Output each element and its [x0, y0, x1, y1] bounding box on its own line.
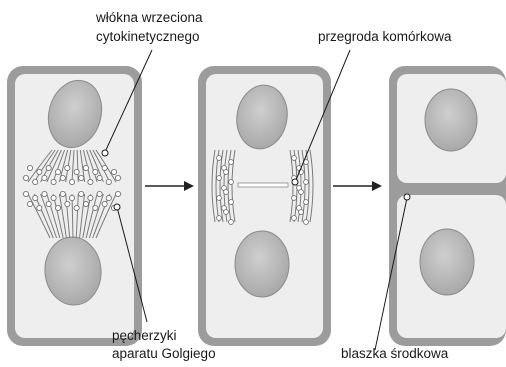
golgi-vesicle: [304, 180, 309, 185]
golgi-vesicle: [65, 201, 70, 206]
golgi-vesicle: [224, 170, 229, 175]
golgi-vesicle: [23, 191, 28, 196]
golgi-vesicle: [33, 195, 38, 200]
golgi-vesicle: [37, 169, 42, 174]
golgi-vesicle: [65, 165, 70, 170]
label-golgi-vesicles-2: aparatu Golgiego: [112, 346, 216, 361]
golgi-vesicle: [106, 195, 111, 200]
golgi-vesicle: [115, 175, 120, 180]
golgi-vesicle: [33, 179, 38, 184]
label-golgi-vesicles-1: pęcherzyki: [112, 328, 177, 343]
golgi-vesicle: [51, 179, 56, 184]
golgi-vesicle: [115, 191, 120, 196]
golgi-vesicle: [27, 201, 32, 206]
cell-2-nucleus-bottom: [235, 231, 289, 297]
golgi-vesicle: [46, 201, 51, 206]
golgi-vesicle: [292, 156, 297, 161]
golgi-vesicle: [304, 220, 309, 225]
golgi-vesicle: [79, 175, 84, 180]
golgi-vesicle: [97, 191, 102, 196]
golgi-vesicle: [79, 191, 84, 196]
golgi-vesicle: [102, 165, 107, 170]
label-spindle-fibers-1: włókna wrzeciona: [95, 10, 203, 25]
cell-3-stage-divided: [389, 66, 506, 346]
golgi-vesicle: [299, 210, 304, 215]
golgi-vesicle: [229, 200, 234, 205]
golgi-vesicle: [304, 200, 309, 205]
golgi-vesicle: [88, 195, 93, 200]
golgi-vesicle: [229, 220, 234, 225]
golgi-vesicle: [217, 156, 222, 161]
golgi-vesicle: [55, 169, 60, 174]
golgi-vesicle: [93, 169, 98, 174]
golgi-vesicle: [111, 169, 116, 174]
golgi-vesicle: [217, 216, 222, 221]
golgi-vesicle: [88, 179, 93, 184]
golgi-vesicle: [224, 190, 229, 195]
golgi-vesicle: [51, 195, 56, 200]
arrow-right-icon: [145, 181, 194, 191]
cell-1-stage-early: [7, 66, 142, 346]
golgi-vesicle: [46, 165, 51, 170]
label-cell-plate: przegroda komórkowa: [318, 29, 452, 44]
golgi-vesicle: [60, 191, 65, 196]
golgi-vesicle: [74, 205, 79, 210]
golgi-vesicle: [224, 210, 229, 215]
golgi-vesicle: [102, 201, 107, 206]
golgi-vesicle: [292, 196, 297, 201]
golgi-vesicle: [83, 165, 88, 170]
golgi-vesicle: [69, 195, 74, 200]
golgi-vesicle: [93, 205, 98, 210]
golgi-vesicle: [83, 201, 88, 206]
cell-3-nucleus-top: [425, 89, 477, 151]
golgi-vesicle: [42, 191, 47, 196]
golgi-vesicle: [217, 196, 222, 201]
golgi-vesicle: [229, 160, 234, 165]
label-middle-lamella: blaszka środkowa: [341, 346, 449, 361]
golgi-vesicle: [55, 205, 60, 210]
cell-3-nucleus-bottom: [420, 229, 474, 295]
golgi-vesicle: [74, 169, 79, 174]
cell-2-stage-middle: [198, 66, 331, 346]
golgi-vesicle: [106, 179, 111, 184]
golgi-vesicle: [69, 179, 74, 184]
golgi-vesicle: [299, 190, 304, 195]
golgi-vesicle: [60, 175, 65, 180]
cell-2-forming-cell-plate: [238, 183, 288, 187]
golgi-vesicle: [27, 165, 32, 170]
golgi-vesicle: [42, 175, 47, 180]
golgi-vesicle: [292, 216, 297, 221]
label-spindle-fibers-2: cytokinetycznego: [96, 29, 200, 44]
golgi-vesicle: [217, 176, 222, 181]
golgi-vesicle: [37, 205, 42, 210]
golgi-vesicle: [97, 175, 102, 180]
golgi-vesicle: [23, 175, 28, 180]
arrow-right-icon: [333, 181, 382, 191]
golgi-vesicle: [229, 180, 234, 185]
